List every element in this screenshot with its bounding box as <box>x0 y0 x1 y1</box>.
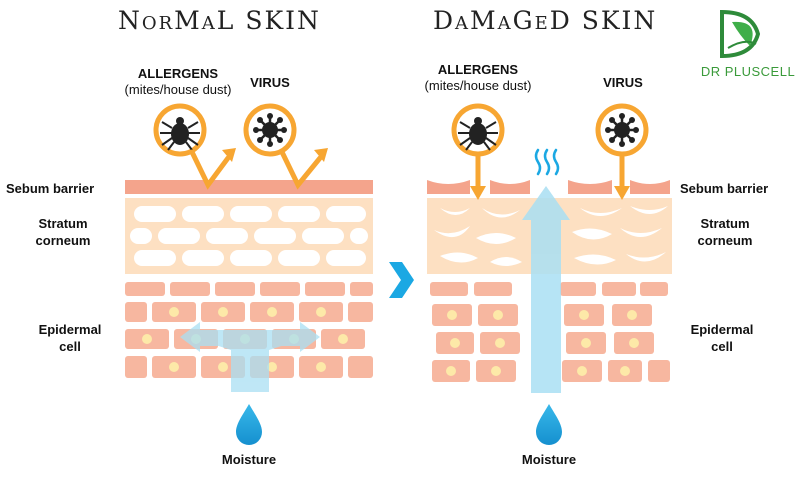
water-drop-icon-damaged <box>536 404 562 445</box>
sebum-barrier-label-right: Sebum barrier <box>680 181 769 196</box>
arrow-right-icon <box>389 262 414 298</box>
stratum-corneum-label-right-line2: corneum <box>697 233 753 248</box>
sebum-barrier-label: Sebum barrier <box>6 181 95 196</box>
allergens-label: ALLERGENS <box>137 66 219 81</box>
moisture-label-damaged: Moisture <box>521 452 577 467</box>
stratum-corneum-label-line2: corneum <box>35 233 91 248</box>
stratum-corneum-cells <box>130 206 368 266</box>
mite-icon <box>153 103 207 157</box>
deflection-arrowheads <box>222 148 328 162</box>
mite-icon-damaged <box>451 103 505 157</box>
cell-nuclei-damaged <box>446 310 639 376</box>
virus-icon <box>243 103 297 157</box>
deflection-arrows <box>189 149 323 190</box>
stratum-corneum-label-right-line1: Stratum <box>700 216 750 231</box>
damaged-skin-diagram <box>427 103 672 445</box>
epidermal-cells-damaged <box>430 282 670 382</box>
epidermal-cell-label-right-line2: cell <box>711 339 733 354</box>
virus-label-damaged: VIRUS <box>603 75 643 90</box>
epidermal-cell-label-right-line1: Epidermal <box>690 322 754 337</box>
damaged-sebum-barrier <box>427 180 670 194</box>
allergens-sublabel: (mites/house dust) <box>124 82 232 97</box>
moisture-loss-arrow <box>522 186 570 393</box>
damaged-corneum-cells <box>434 206 668 266</box>
evaporation-waves <box>534 148 560 176</box>
virus-label: VIRUS <box>250 75 290 90</box>
penetration-arrowheads <box>470 186 630 200</box>
normal-skin-diagram <box>125 103 373 445</box>
penetration-arrows <box>475 151 625 191</box>
damaged-skin-title: DaMaGeD SKIN <box>433 6 658 35</box>
allergens-label-damaged: ALLERGENS <box>437 62 519 77</box>
allergens-sublabel-damaged: (mites/house dust) <box>424 78 532 93</box>
normal-skin-title: NorMaL SKIN <box>118 6 321 35</box>
sebum-barrier-layer <box>125 180 373 194</box>
epidermal-cell-label-line2: cell <box>59 339 81 354</box>
brand-logo-icon <box>720 9 761 59</box>
epidermal-cell-label-line1: Epidermal <box>38 322 102 337</box>
water-drop-icon <box>236 404 262 445</box>
virus-icon-damaged <box>595 103 649 157</box>
moisture-retention-arrow <box>180 322 320 392</box>
stratum-corneum-label-line1: Stratum <box>38 216 88 231</box>
moisture-label: Moisture <box>221 452 277 467</box>
brand-name: DR PLUSCELL <box>700 64 796 79</box>
